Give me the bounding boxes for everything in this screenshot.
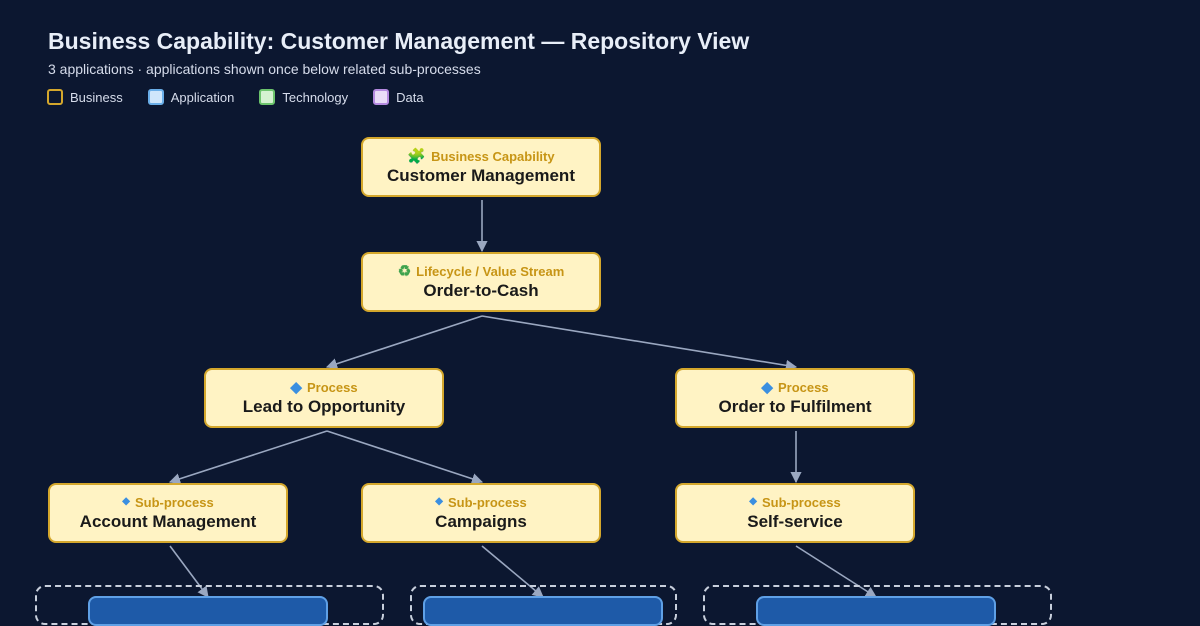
- node-kind-label: Process: [777, 379, 829, 395]
- node-name-label: Order to Fulfilment: [718, 396, 872, 416]
- node-kind-label: Business Capability: [431, 148, 555, 164]
- node-kind-label: Sub-process: [134, 494, 214, 510]
- legend-item-data: Data: [373, 89, 424, 105]
- diamond-icon: ◆: [761, 378, 773, 396]
- node-name-label: Customer Management: [387, 165, 575, 185]
- node-subprocess-account[interactable]: ◆ Sub-process Account Management: [48, 483, 288, 543]
- node-business-capability[interactable]: 🧩 Business Capability Customer Managemen…: [361, 137, 601, 197]
- recycle-icon: ♻: [397, 262, 412, 280]
- node-process-lead[interactable]: ◆ Process Lead to Opportunity: [204, 368, 444, 428]
- small-diamond-icon: ◆: [435, 496, 443, 507]
- node-name-label: Lead to Opportunity: [242, 396, 406, 416]
- edge-campaigns-app: [481, 545, 544, 598]
- node-kind-label: Sub-process: [447, 494, 527, 510]
- edge-lifecycle-order: [481, 315, 798, 371]
- small-diamond-icon: ◆: [122, 496, 130, 507]
- legend-item-technology: Technology: [259, 89, 348, 105]
- page-title: Business Capability: Customer Management…: [48, 28, 750, 54]
- node-name-label: Account Management: [79, 511, 257, 531]
- application-swatch-icon: [147, 89, 164, 105]
- node-process-order[interactable]: ◆ Process Order to Fulfilment: [675, 368, 915, 428]
- business-swatch-icon: [47, 89, 63, 105]
- node-name-label: Campaigns: [435, 511, 527, 531]
- application-card[interactable]: [756, 596, 996, 626]
- diamond-icon: ◆: [290, 378, 302, 396]
- application-card[interactable]: [88, 596, 328, 626]
- legend-item-application: Application: [147, 89, 235, 105]
- edge-lead-campaigns: [326, 430, 484, 485]
- data-swatch-icon: [373, 89, 390, 105]
- puzzle-icon: 🧩: [407, 147, 427, 165]
- edge-account-app: [169, 545, 209, 598]
- legend-label-business: Business: [70, 89, 123, 105]
- edges-layer: [168, 200, 877, 598]
- legend-label-data: Data: [396, 89, 424, 105]
- edge-selfservice-app: [795, 545, 877, 598]
- node-name-label: Self-service: [747, 511, 843, 531]
- legend-label-technology: Technology: [282, 89, 349, 105]
- technology-swatch-icon: [259, 89, 276, 105]
- application-card[interactable]: [423, 596, 663, 626]
- edge-lead-account: [168, 430, 328, 485]
- legend-item-business: Business: [47, 89, 123, 105]
- node-kind-label: Process: [306, 379, 358, 395]
- page-subtitle: 3 applications · applications shown once…: [48, 61, 481, 77]
- node-kind-label: Lifecycle / Value Stream: [416, 263, 565, 279]
- node-kind-label: Sub-process: [761, 494, 841, 510]
- legend: Business Application Technology Data: [47, 89, 449, 105]
- node-subprocess-selfservice[interactable]: ◆ Sub-process Self-service: [675, 483, 915, 543]
- small-diamond-icon: ◆: [749, 496, 757, 507]
- legend-label-application: Application: [170, 89, 235, 105]
- node-lifecycle[interactable]: ♻ Lifecycle / Value Stream Order-to-Cash: [361, 252, 601, 312]
- node-name-label: Order-to-Cash: [423, 280, 539, 300]
- node-subprocess-campaigns[interactable]: ◆ Sub-process Campaigns: [361, 483, 601, 543]
- edge-lifecycle-lead: [325, 315, 483, 370]
